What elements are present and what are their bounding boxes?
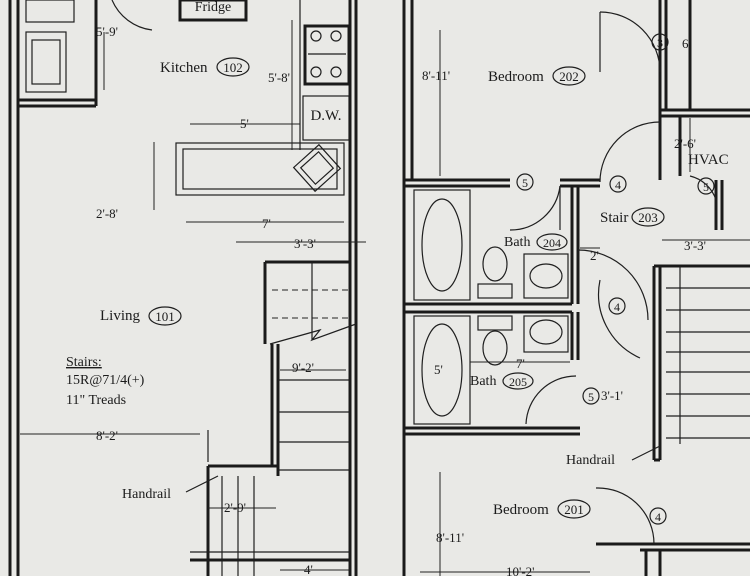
dim-2: 2' xyxy=(590,248,599,263)
handrail-right-leader xyxy=(631,445,661,461)
dim-4: 4' xyxy=(304,562,313,576)
svg-text:4: 4 xyxy=(615,178,621,192)
dim-10-2: 10'-2' xyxy=(506,564,535,576)
dim-7-kitchen: 7' xyxy=(262,216,271,231)
sink-lower xyxy=(523,315,569,353)
dim-3-3-left: 3'-3' xyxy=(294,236,316,251)
svg-text:3: 3 xyxy=(657,36,663,50)
fridge xyxy=(178,0,248,22)
dim-5-9: 5'-9' xyxy=(96,24,118,39)
stair-203-number: 203 xyxy=(638,210,658,225)
stairs-note-treads: 11" Treads xyxy=(66,393,126,408)
bedroom-201-number-oval xyxy=(557,499,591,519)
range xyxy=(303,24,351,86)
dim-2-6: 2'-6' xyxy=(674,136,696,151)
bath-205-label: Bath xyxy=(470,374,496,389)
bedroom-202-number-oval xyxy=(552,66,586,86)
bedroom-201-label: Bedroom xyxy=(493,502,549,518)
stairs-note-risers: 15R@71/4(+) xyxy=(66,373,145,388)
dim-2-9: 2'-9' xyxy=(224,500,246,515)
stair-203-number-oval xyxy=(631,207,665,227)
living-number: 101 xyxy=(155,309,175,324)
kitchen-door-swing xyxy=(111,0,153,31)
kitchen-label: Kitchen xyxy=(160,60,208,76)
right-stair-treads xyxy=(666,266,750,444)
dim-5-bath: 5' xyxy=(434,362,443,377)
bath-205-number: 205 xyxy=(509,375,527,389)
dim-8-11-upper: 8'-11' xyxy=(422,68,450,83)
laundry-fixtures xyxy=(25,0,75,93)
living-number-oval xyxy=(148,306,182,326)
dishwasher xyxy=(302,95,350,141)
door-tag-4-bedroom: 4 xyxy=(649,507,667,525)
svg-text:5: 5 xyxy=(703,180,709,194)
svg-text:5: 5 xyxy=(522,176,528,190)
handrail-right-label: Handrail xyxy=(566,453,615,468)
stairs-note-title: Stairs: xyxy=(66,355,102,370)
dim-2-8: 2'-8' xyxy=(96,206,118,221)
left-dimensions xyxy=(20,20,366,571)
bath-204-label: Bath xyxy=(504,235,530,250)
bedroom-201-number: 201 xyxy=(564,502,584,517)
bathtub-lower xyxy=(413,315,471,425)
bath-205-number-oval xyxy=(502,372,534,390)
dim-6: 6' xyxy=(682,36,691,51)
bath-204-number: 204 xyxy=(543,236,561,250)
bathtub-upper xyxy=(413,189,471,301)
left-stair xyxy=(206,260,357,576)
stair-203-label: Stair xyxy=(600,210,628,226)
door-tag-5-bath: 5 xyxy=(582,387,600,405)
bath-204-number-oval xyxy=(536,233,568,251)
door-tag-4-stair-mid: 4 xyxy=(608,297,626,315)
svg-text:5: 5 xyxy=(588,390,594,404)
handrail-left-label: Handrail xyxy=(122,487,171,502)
left-unit-walls xyxy=(8,0,358,576)
svg-text:4: 4 xyxy=(655,510,661,524)
toilet-upper xyxy=(477,246,513,299)
dim-9-2: 9'-2' xyxy=(292,360,314,375)
dim-8-11-lower: 8'-11' xyxy=(436,530,464,545)
svg-text:4: 4 xyxy=(614,300,620,314)
kitchen-number-oval xyxy=(216,57,250,77)
hvac-label: HVAC xyxy=(688,152,729,168)
dim-8-2: 8'-2' xyxy=(96,428,118,443)
right-dimensions xyxy=(420,30,750,576)
door-tag-5-bedroom: 5 xyxy=(516,173,534,191)
dim-7-bath: 7' xyxy=(516,356,525,371)
door-tag-5-hvac: 5 xyxy=(697,177,715,195)
sink-upper xyxy=(523,253,569,299)
dim-3-1: 3'-1' xyxy=(601,388,623,403)
toilet-lower xyxy=(477,315,513,366)
bedroom-202-number: 202 xyxy=(559,69,579,84)
right-door-swings xyxy=(509,11,717,545)
dim-5-8: 5'-8' xyxy=(268,70,290,85)
living-label: Living xyxy=(100,308,140,324)
fridge-label: Fridge xyxy=(195,0,232,15)
door-tag-3: 3 xyxy=(651,33,669,51)
bedroom-202-label: Bedroom xyxy=(488,69,544,85)
handrail-left-leader xyxy=(185,475,219,493)
dim-3-3-right: 3'-3' xyxy=(684,238,706,253)
dim-5: 5' xyxy=(240,116,249,131)
right-unit-walls xyxy=(402,0,750,576)
kitchen-island xyxy=(175,142,345,196)
door-tag-4-stair-top: 4 xyxy=(609,175,627,193)
kitchen-number: 102 xyxy=(223,60,243,75)
dishwasher-label: D.W. xyxy=(310,108,341,124)
